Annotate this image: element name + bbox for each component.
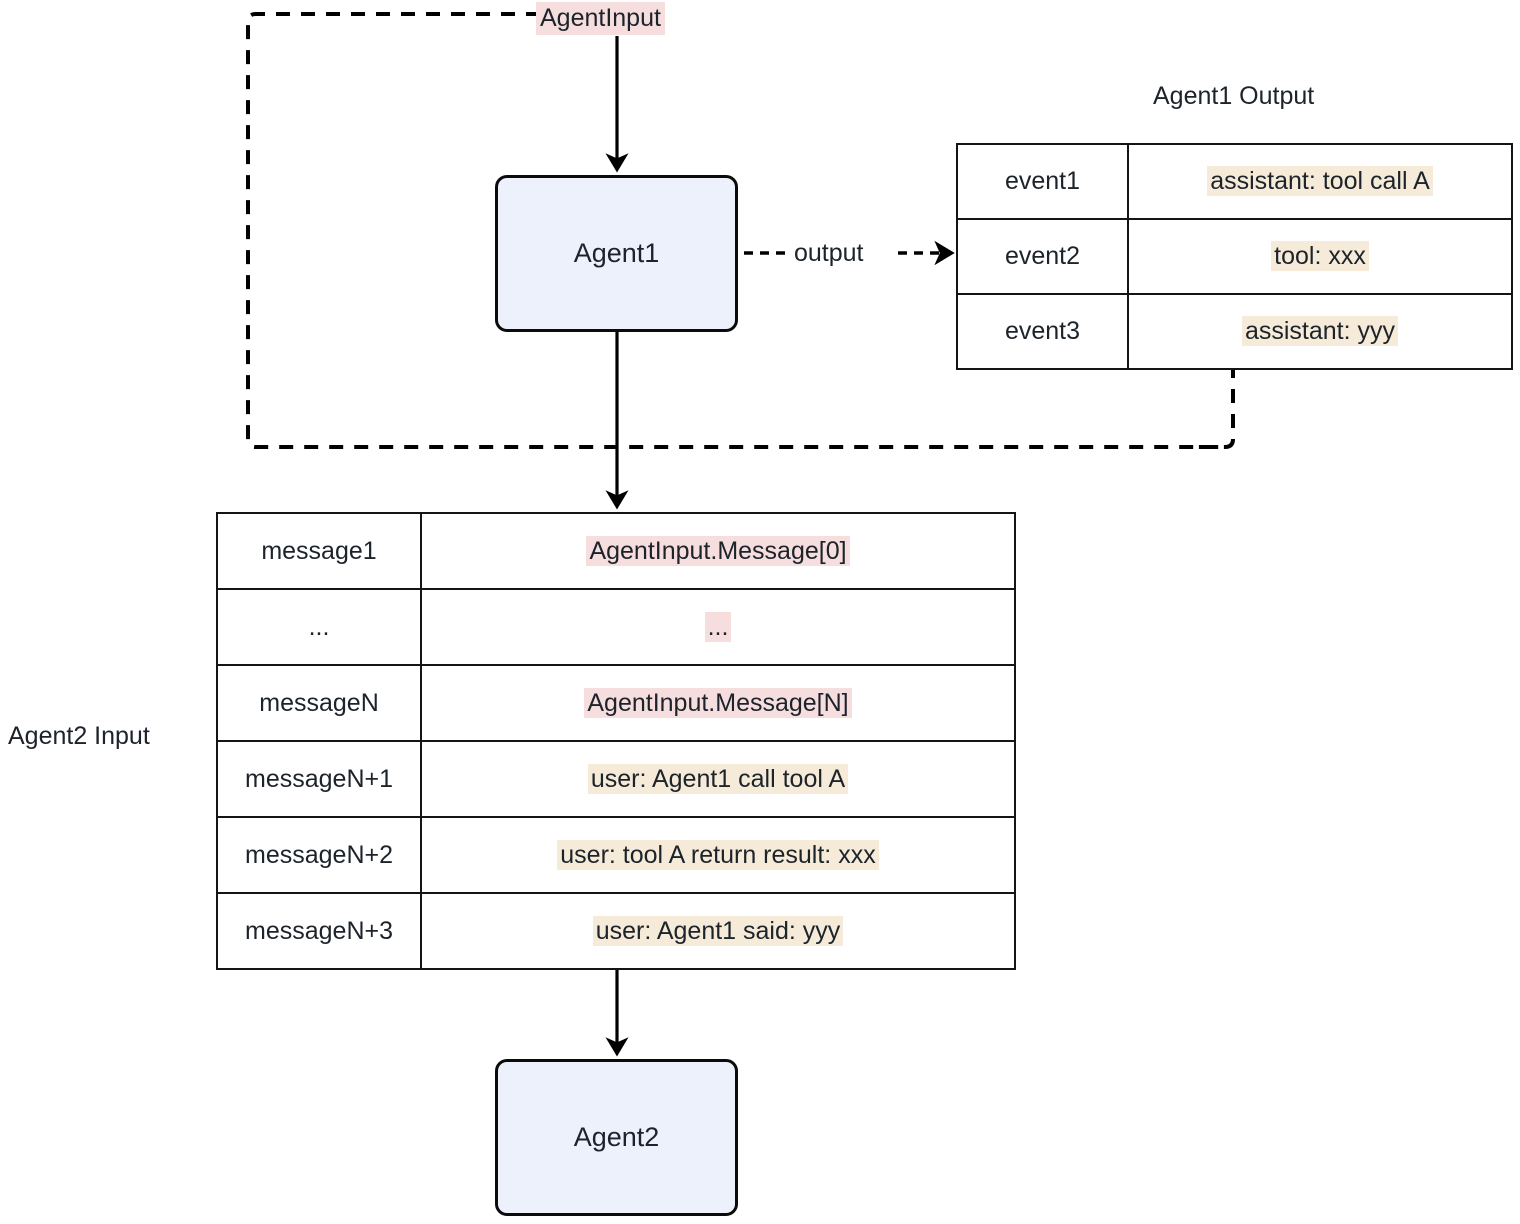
node-agent2-label: Agent2 — [573, 1122, 660, 1152]
table-cell-value: ... — [420, 588, 1016, 666]
edge-agent1output-feedback — [1195, 364, 1235, 449]
table-cell-key: messageN — [216, 664, 422, 742]
table-cell-key: messageN+1 — [216, 740, 422, 818]
node-agent2[interactable]: Agent2 — [495, 1059, 738, 1216]
value-highlight: ... — [704, 611, 732, 642]
table-cell-value: AgentInput.Message[0] — [420, 512, 1016, 590]
table-cell-value: user: Agent1 call tool A — [420, 740, 1016, 818]
value-highlight: user: tool A return result: xxx — [557, 839, 879, 870]
agent-input-label: AgentInput — [536, 2, 665, 35]
table-cell-value: AgentInput.Message[N] — [420, 664, 1016, 742]
table-cell-value: assistant: tool call A — [1127, 143, 1513, 220]
value-highlight: user: Agent1 call tool A — [587, 763, 849, 794]
table-cell-value: tool: xxx — [1127, 218, 1513, 295]
node-agent1[interactable]: Agent1 — [495, 175, 738, 332]
edge-label-output: output — [788, 239, 870, 268]
table-cell-value: assistant: yyy — [1127, 293, 1513, 370]
table-row: ...... — [216, 588, 1016, 666]
value-highlight: AgentInput.Message[0] — [586, 535, 850, 566]
table-row: messageN+3 user: Agent1 said: yyy — [216, 892, 1016, 970]
table-cell-value: user: Agent1 said: yyy — [420, 892, 1016, 970]
table-cell-key: event2 — [956, 218, 1129, 295]
agent1-output-table: event1 assistant: tool call A event2 tool: … — [956, 143, 1513, 370]
table-row: event3 assistant: yyy — [956, 293, 1513, 370]
table-cell-key: event1 — [956, 143, 1129, 220]
table-cell-key: ... — [216, 588, 422, 666]
table-cell-key: messageN+2 — [216, 816, 422, 894]
value-highlight: user: Agent1 said: yyy — [592, 915, 844, 946]
table-row: messageN+1 user: Agent1 call tool A — [216, 740, 1016, 818]
value-highlight: assistant: tool call A — [1207, 166, 1433, 196]
value-highlight: AgentInput.Message[N] — [584, 687, 852, 718]
table-row: messageN AgentInput.Message[N] — [216, 664, 1016, 742]
table-cell-key: message1 — [216, 512, 422, 590]
table-row: message1 AgentInput.Message[0] — [216, 512, 1016, 590]
table-cell-value: user: tool A return result: xxx — [420, 816, 1016, 894]
node-agent1-label: Agent1 — [573, 238, 660, 268]
table-cell-key: messageN+3 — [216, 892, 422, 970]
agent1-output-table-body: event1 assistant: tool call A event2 tool: … — [956, 143, 1513, 370]
agent1-output-title: Agent1 Output — [1153, 82, 1315, 110]
agent2-input-title: Agent2 Input — [8, 722, 150, 750]
value-highlight: tool: xxx — [1271, 241, 1369, 271]
table-row: event2 tool: xxx — [956, 218, 1513, 295]
table-row: messageN+2 user: tool A return result: xx… — [216, 816, 1016, 894]
value-highlight: assistant: yyy — [1241, 316, 1399, 346]
table-row: event1 assistant: tool call A — [956, 143, 1513, 220]
table-cell-key: event3 — [956, 293, 1129, 370]
